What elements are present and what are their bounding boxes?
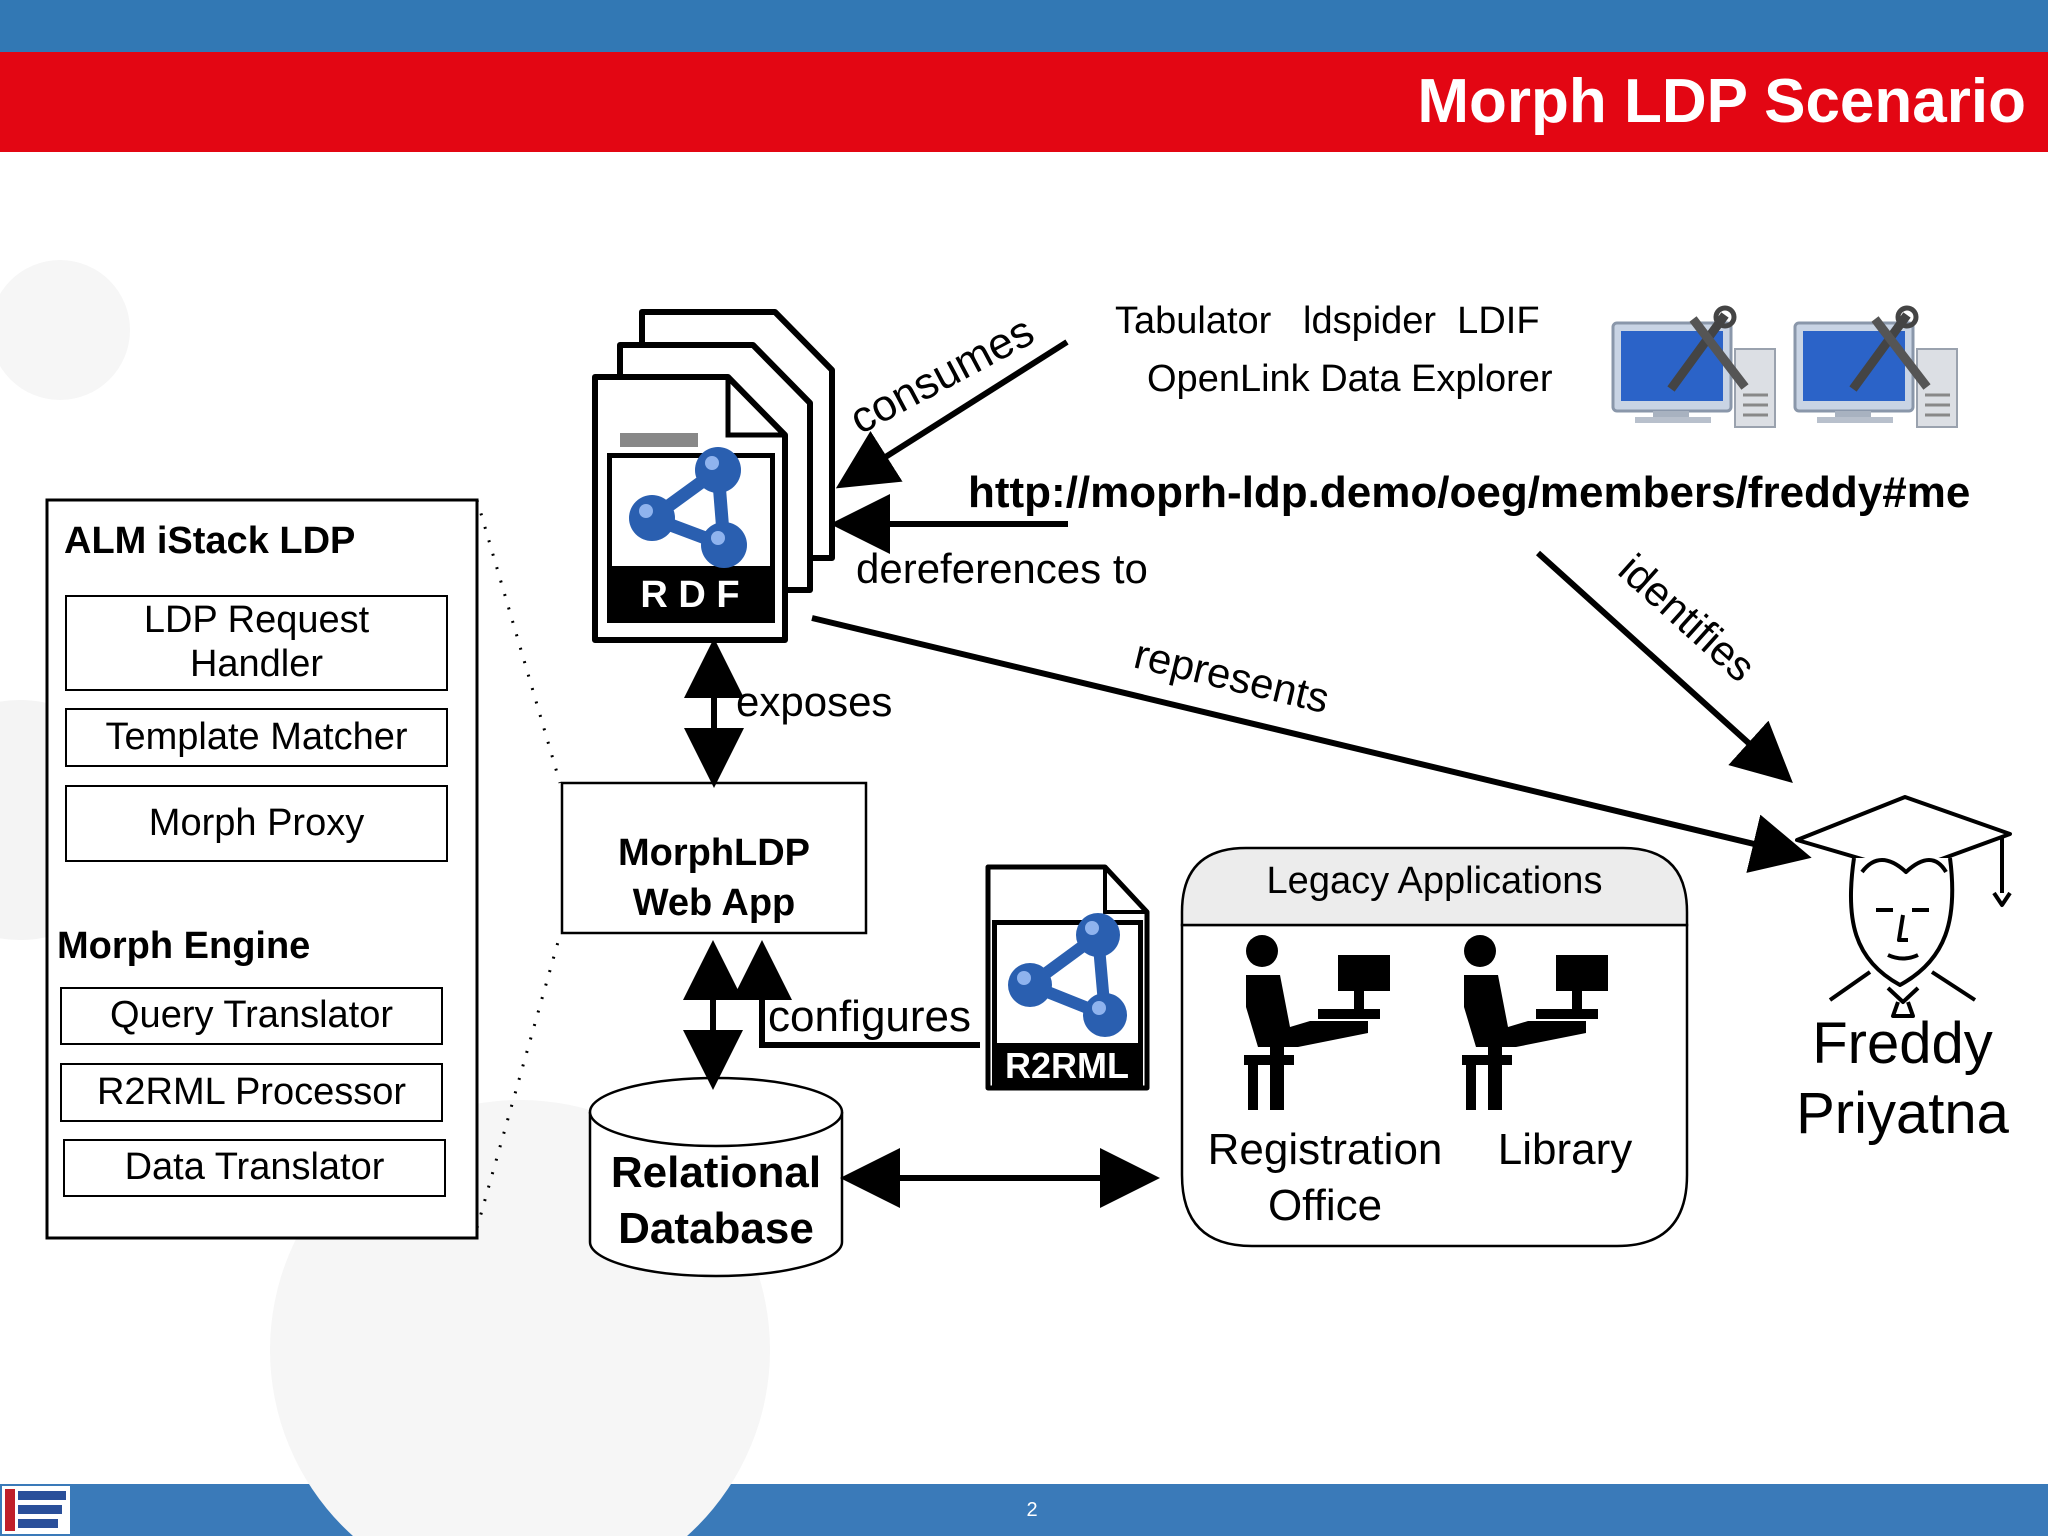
person-name-line2: Priyatna [1796,1081,2009,1146]
stack-connector-bottom [475,934,562,1229]
person-name-line1: Freddy [1812,1011,1993,1076]
template-matcher-box: Template Matcher [65,708,448,767]
web-app-line1: MorphLDP [617,832,811,874]
clients-line1: Tabulator ldspider LDIF [1115,300,1540,342]
resource-uri: http://moprh-ldp.demo/oeg/members/freddy… [968,468,1971,517]
engine-heading: Morph Engine [57,925,311,967]
bg-circle [0,260,130,400]
workstation-user-icon [1462,935,1608,1110]
ldp-heading: ALM iStack LDP [64,520,356,562]
morph-proxy-box: Morph Proxy [65,785,448,862]
computer-tools-icon [1611,305,1776,428]
identifies-arrow [1535,550,1793,784]
rdf-document-stack-icon [592,309,835,643]
represents-label: represents [1130,630,1334,722]
workstation-user-icon [1244,935,1390,1110]
represents-arrow [811,615,1812,873]
graduate-avatar-icon [1795,795,2012,1018]
registration-office-line2: Office [1267,1181,1383,1230]
configures-arrow [732,940,980,1048]
dereferences-label: dereferences to [856,545,1148,592]
identifies-label: identifies [1610,545,1765,691]
web-app-line2: Web App [632,882,796,924]
footer-logo-icon [2,1486,70,1534]
slide-title: Morph LDP Scenario [1417,67,2026,136]
r2rml-document-icon [985,864,1150,1091]
data-translator-box: Data Translator [63,1139,446,1197]
database-line2: Database [618,1204,814,1253]
stack-connector-top [475,499,562,784]
web-app-box [560,781,868,935]
ldp-request-handler-box: LDP Request Handler [65,595,448,691]
rdf-logo-text: R D F [640,574,739,616]
legacy-title: Legacy Applications [1266,860,1603,902]
database-cylinder-icon [588,1076,844,1278]
registration-office-line1: Registration [1207,1125,1443,1174]
query-translator-box: Query Translator [60,987,443,1045]
database-line1: Relational [610,1148,822,1197]
consumes-arrow [835,339,1069,489]
title-band [0,52,2048,152]
page-number: 2 [1026,1499,1038,1521]
r2rml-logo-text: R2RML [1005,1045,1129,1086]
clients-line2: OpenLink Data Explorer [1147,358,1553,400]
computer-tools-icon [1793,305,1958,428]
library-label: Library [1497,1125,1633,1174]
exposes-label: exposes [736,678,893,725]
configures-label: configures [768,992,972,1041]
r2rml-processor-box: R2RML Processor [60,1063,443,1122]
header-top-band [0,0,2048,52]
legacy-apps-panel [1180,846,1689,1248]
